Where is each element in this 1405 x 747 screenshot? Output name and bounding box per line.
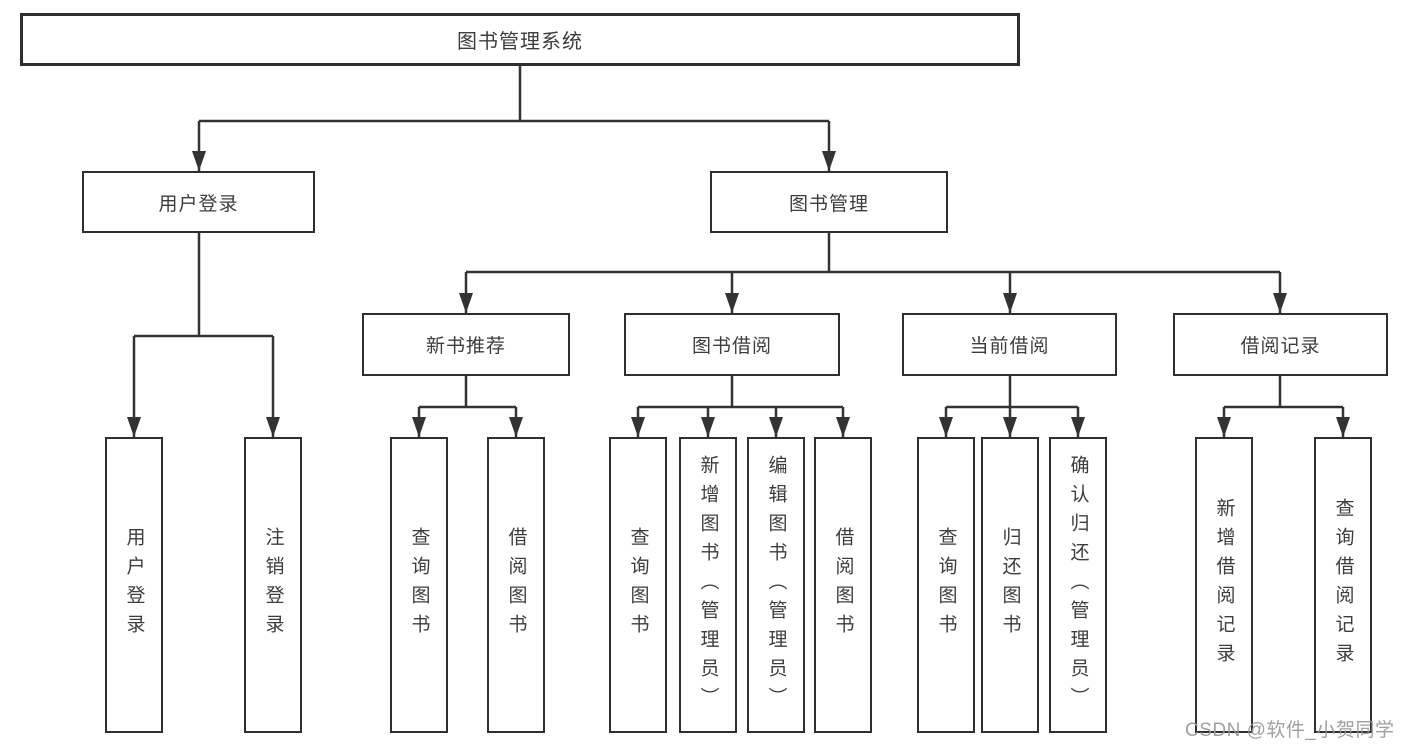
leaf-add-books-admin-label: 新增图书（管理员）: [697, 454, 719, 716]
leaf-borrow-books-recommend: 借阅图书: [487, 437, 545, 733]
leaf-query-books-borrowing: 查询图书: [609, 437, 667, 733]
leaf-add-books-admin: 新增图书（管理员）: [679, 437, 737, 733]
leaf-user-login-label: 用户登录: [123, 527, 145, 643]
leaf-query-borrow-record-label: 查询借阅记录: [1332, 498, 1354, 672]
leaf-confirm-return-admin: 确认归还（管理员）: [1049, 437, 1107, 733]
node-book-management: 图书管理: [710, 171, 948, 233]
leaf-query-borrow-record: 查询借阅记录: [1314, 437, 1372, 733]
leaf-user-login: 用户登录: [105, 437, 163, 733]
node-new-book-recommendation: 新书推荐: [362, 313, 570, 376]
leaf-confirm-return-admin-label: 确认归还（管理员）: [1067, 454, 1089, 716]
leaf-return-books-label: 归还图书: [999, 527, 1021, 643]
leaf-logout: 注销登录: [244, 437, 302, 733]
leaf-return-books: 归还图书: [981, 437, 1039, 733]
node-library-management-system: 图书管理系统: [20, 13, 1020, 66]
leaf-edit-books-admin: 编辑图书（管理员）: [747, 437, 805, 733]
node-user-login: 用户登录: [82, 171, 315, 233]
node-borrowing-records: 借阅记录: [1173, 313, 1388, 376]
leaf-borrow-books: 借阅图书: [814, 437, 872, 733]
node-current-borrowing: 当前借阅: [902, 313, 1117, 376]
leaf-query-books-current: 查询图书: [917, 437, 975, 733]
csdn-watermark: CSDN @软件_小贺同学: [1185, 720, 1395, 741]
leaf-add-borrow-record: 新增借阅记录: [1195, 437, 1253, 733]
leaf-logout-label: 注销登录: [262, 527, 284, 643]
leaf-query-books-recommend-label: 查询图书: [408, 527, 430, 643]
leaf-query-books-borrowing-label: 查询图书: [627, 527, 649, 643]
leaf-query-books-current-label: 查询图书: [935, 527, 957, 643]
leaf-borrow-books-recommend-label: 借阅图书: [505, 527, 527, 643]
node-book-borrowing: 图书借阅: [624, 313, 840, 376]
leaf-borrow-books-label: 借阅图书: [832, 527, 854, 643]
leaf-add-borrow-record-label: 新增借阅记录: [1213, 498, 1235, 672]
leaf-query-books-recommend: 查询图书: [390, 437, 448, 733]
leaf-edit-books-admin-label: 编辑图书（管理员）: [765, 454, 787, 716]
